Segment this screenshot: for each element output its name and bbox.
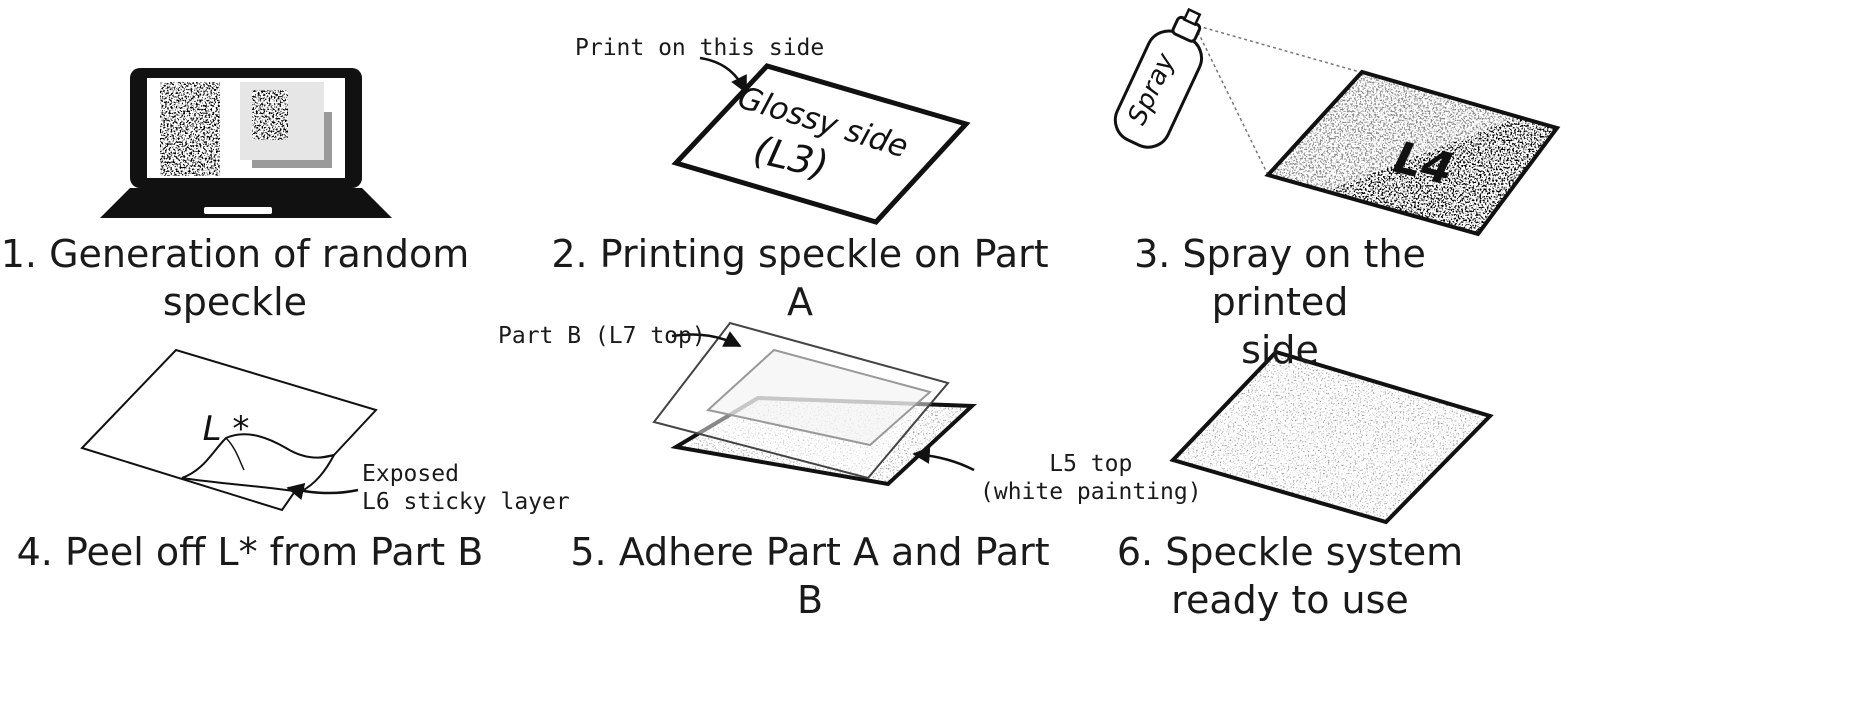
step-3-caption: 3. Spray on the printed side bbox=[1134, 232, 1426, 372]
l5-line1: L5 top bbox=[1049, 451, 1133, 477]
exposed-line1: Exposed bbox=[362, 461, 459, 487]
arrow-icon bbox=[912, 446, 975, 472]
part-b-annotation: Part B (L7 top) bbox=[498, 323, 706, 349]
random-speckle-screen bbox=[160, 82, 332, 176]
sprayed-sheet: L4 bbox=[1264, 69, 1561, 237]
print-side-annotation: Print on this side bbox=[575, 35, 825, 61]
spray-can-icon: Spray bbox=[1113, 7, 1203, 149]
peel-sheet: L * bbox=[80, 348, 378, 512]
exposed-line2: L6 sticky layer bbox=[362, 489, 570, 515]
step-4-caption: 4. Peel off L* from Part B bbox=[16, 530, 484, 574]
step-2-caption: 2. Printing speckle on Part A bbox=[551, 232, 1049, 324]
arrow-icon bbox=[671, 331, 742, 348]
step-5-caption: 5. Adhere Part A and Part B bbox=[570, 530, 1050, 622]
arrow-icon bbox=[286, 482, 359, 500]
arrow-icon bbox=[699, 56, 748, 94]
step-6-caption: 6. Speckle system ready to use bbox=[1116, 530, 1464, 622]
glossy-sheet: Glossy side (L3) bbox=[671, 63, 971, 225]
peel-layer-label: L * bbox=[203, 409, 250, 449]
final-speckle-sheet bbox=[1169, 349, 1494, 525]
l5-line2: (white painting) bbox=[980, 479, 1202, 505]
exposed-layer-annotation: Exposed L6 sticky layer bbox=[362, 460, 570, 516]
part-b-sheet bbox=[652, 321, 950, 480]
l5-annotation: L5 top (white painting) bbox=[980, 450, 1202, 506]
step-1-caption: 1. Generation of random speckle bbox=[0, 232, 470, 324]
